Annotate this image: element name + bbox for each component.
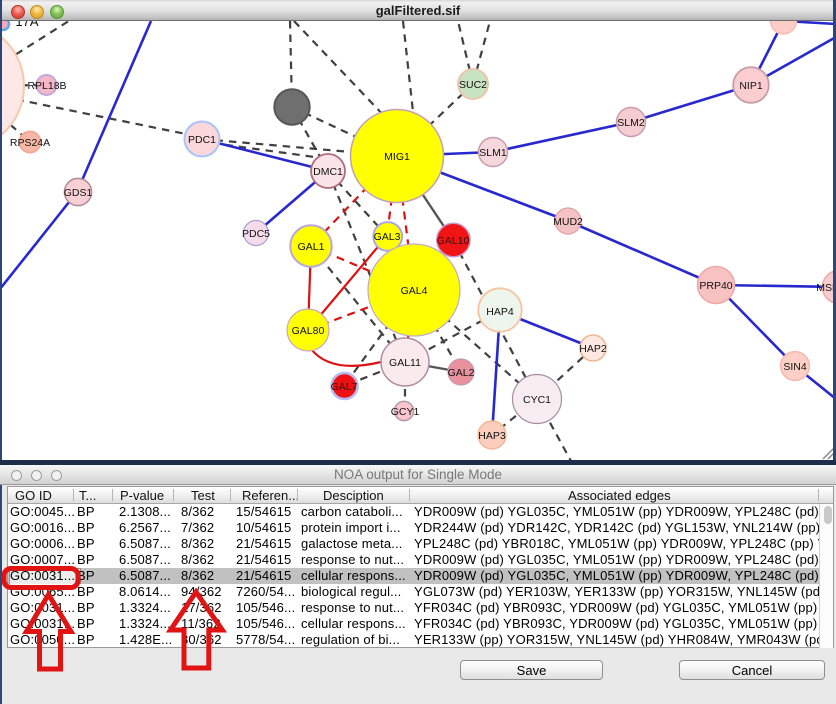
svg-text:NIP1: NIP1 — [739, 80, 763, 92]
svg-text:GAL1: GAL1 — [298, 241, 325, 253]
svg-text:MSL1: MSL1 — [816, 282, 836, 294]
svg-text:GAL4: GAL4 — [401, 285, 428, 297]
svg-text:SUC2: SUC2 — [459, 79, 487, 91]
svg-text:MUD2: MUD2 — [553, 216, 583, 228]
svg-text:SLM2: SLM2 — [617, 117, 645, 129]
svg-text:GDS1: GDS1 — [64, 187, 93, 199]
svg-text:GCY1: GCY1 — [391, 406, 420, 418]
svg-text:17A: 17A — [15, 21, 38, 29]
svg-text:PDC5: PDC5 — [242, 228, 270, 240]
svg-text:GAL3: GAL3 — [374, 231, 401, 243]
svg-text:PDC1: PDC1 — [188, 134, 216, 146]
svg-text:RPL18B: RPL18B — [27, 80, 66, 92]
svg-text:GAL7: GAL7 — [331, 381, 358, 393]
svg-text:HAP2: HAP2 — [579, 343, 607, 355]
svg-text:PRP40: PRP40 — [699, 280, 732, 292]
svg-text:GAL10: GAL10 — [437, 235, 470, 247]
svg-text:RPS24A: RPS24A — [10, 137, 50, 149]
svg-text:SIN4: SIN4 — [783, 361, 807, 373]
svg-text:GAL11: GAL11 — [389, 357, 421, 369]
svg-text:SLM1: SLM1 — [479, 147, 507, 159]
svg-text:HAP3: HAP3 — [478, 430, 506, 442]
svg-text:MIG1: MIG1 — [384, 151, 410, 163]
svg-text:GAL80: GAL80 — [292, 325, 325, 337]
svg-text:CYC1: CYC1 — [523, 394, 551, 406]
svg-text:HAP4: HAP4 — [486, 306, 514, 318]
svg-text:DMC1: DMC1 — [313, 166, 343, 178]
svg-text:GAL2: GAL2 — [448, 367, 475, 379]
